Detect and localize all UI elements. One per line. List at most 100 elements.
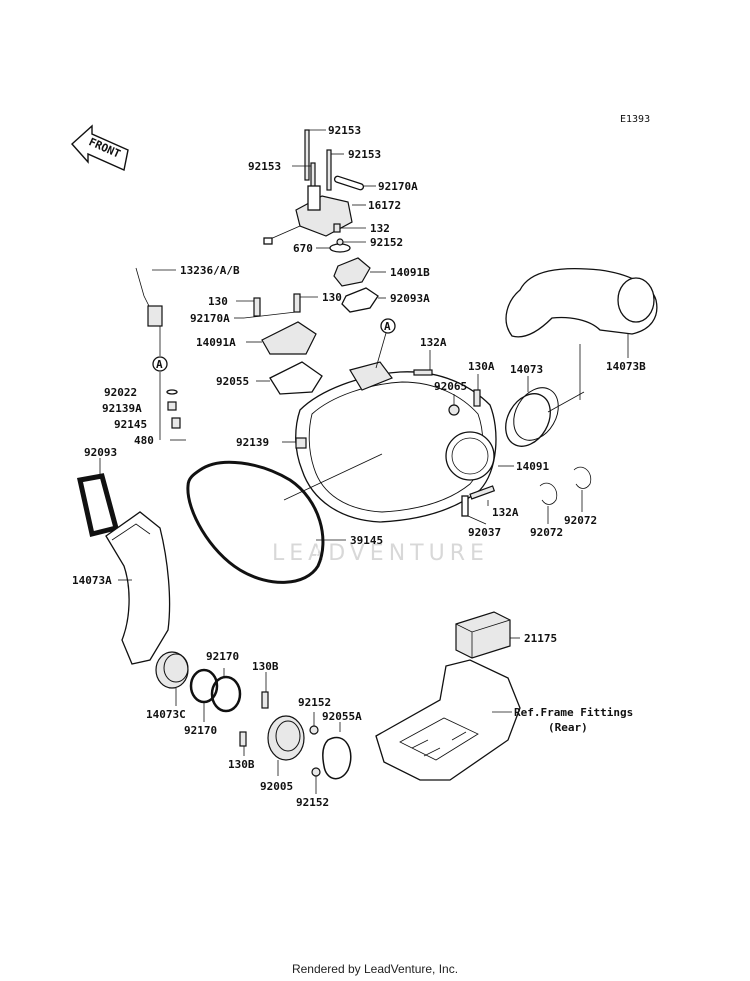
callout-a-right: A — [375, 318, 396, 369]
clip-92072-right — [573, 466, 592, 512]
duct-ring-14073 — [505, 376, 559, 447]
bolt-132A-bottom — [469, 485, 496, 506]
label-92055A: 92055A — [322, 710, 362, 723]
label-92093: 92093 — [84, 446, 117, 459]
label-14091A: 14091A — [196, 336, 236, 349]
label-92170A-top: 92170A — [378, 180, 418, 193]
coupler-14073C — [155, 651, 189, 706]
label-16172: 16172 — [368, 199, 401, 212]
label-132: 132 — [370, 222, 390, 235]
label-130B-top: 130B — [252, 660, 279, 673]
bolt-130B-bottom — [239, 731, 247, 756]
label-92065: 92065 — [434, 380, 467, 393]
label-21175: 21175 — [524, 632, 557, 645]
label-92139: 92139 — [236, 436, 269, 449]
seal-92170A-left — [234, 311, 297, 319]
label-670: 670 — [293, 242, 313, 255]
label-92139A: 92139A — [102, 402, 142, 415]
svg-text:A: A — [384, 320, 391, 333]
label-130A: 130A — [468, 360, 495, 373]
gasket-92055A — [322, 722, 352, 780]
label-92152-bottom: 92152 — [296, 796, 329, 809]
label-92005: 92005 — [260, 780, 293, 793]
hose-clamp-92170-left — [189, 668, 219, 722]
bolt-132A-top — [413, 350, 433, 376]
label-14073: 14073 — [510, 363, 543, 376]
label-14073A: 14073A — [72, 574, 112, 587]
label-92152-top: 92152 — [370, 236, 403, 249]
footer-credit: Rendered by LeadVenture, Inc. — [291, 962, 459, 976]
label-132A-top: 132A — [420, 336, 447, 349]
leader-line — [283, 453, 383, 501]
bolt-130-left — [236, 297, 261, 317]
diagram-code: E1393 — [620, 114, 650, 125]
label-ref-frame-line2: (Rear) — [548, 721, 588, 734]
bolt-130B-top — [261, 672, 269, 709]
label-92170-top: 92170 — [206, 650, 239, 663]
adapter-92005 — [267, 715, 305, 776]
collar-92152-mid — [309, 712, 319, 735]
gasket-92093 — [76, 458, 120, 538]
bolt-92153-right — [326, 149, 344, 191]
cover-14091A — [246, 321, 317, 355]
label-92072-left: 92072 — [530, 526, 563, 539]
seal-92037 — [461, 495, 487, 525]
frame-bracket-tray — [375, 659, 521, 781]
label-480: 480 — [134, 434, 154, 447]
label-14073C: 14073C — [146, 708, 186, 721]
air-duct-14073B — [505, 267, 658, 358]
label-92153-right: 92153 — [348, 148, 381, 161]
collar-92152-top — [336, 238, 366, 246]
label-ref-frame-line1: Ref.Frame Fittings — [514, 706, 633, 719]
leader-line — [547, 391, 585, 413]
washer-92022 — [166, 389, 178, 395]
label-92153-top: 92153 — [328, 124, 361, 137]
converter-cover-14091 — [295, 361, 514, 523]
label-92055: 92055 — [216, 375, 249, 388]
gasket-92055 — [256, 361, 323, 395]
clip-92072-left — [539, 482, 558, 524]
bolt-130A — [473, 374, 481, 407]
front-arrow-icon: FRONT — [71, 124, 129, 171]
label-14073B: 14073B — [606, 360, 646, 373]
ecu-21175 — [455, 611, 520, 659]
collar-92139A — [167, 401, 177, 411]
label-92072-right: 92072 — [564, 514, 597, 527]
label-92037: 92037 — [468, 526, 501, 539]
svg-text:A: A — [156, 358, 163, 371]
collar-92065 — [448, 394, 460, 416]
seal-39145 — [186, 460, 346, 584]
label-39145: 39145 — [350, 534, 383, 547]
bolt-130-right — [293, 293, 318, 313]
label-130B-bottom: 130B — [228, 758, 255, 771]
label-92170A-left: 92170A — [190, 312, 230, 325]
bolt-132 — [333, 223, 366, 233]
oring-670 — [316, 243, 351, 253]
collar-92139 — [282, 437, 307, 449]
label-14091: 14091 — [516, 460, 549, 473]
cable-13236 — [135, 267, 176, 327]
valve-assembly-16172 — [263, 185, 366, 245]
label-92145: 92145 — [114, 418, 147, 431]
clamp-92170A-top — [333, 175, 376, 191]
hose-clamp-92170-right — [210, 668, 242, 713]
label-130-left: 130 — [208, 295, 228, 308]
label-13236: 13236/A/B — [180, 264, 240, 277]
label-132A-bottom: 132A — [492, 506, 519, 519]
label-92170-bottom: 92170 — [184, 724, 217, 737]
cover-14091B — [333, 257, 386, 287]
label-92022: 92022 — [104, 386, 137, 399]
label-92093A: 92093A — [390, 292, 430, 305]
callout-a-left: A — [152, 356, 168, 372]
spring-92145 — [171, 417, 181, 429]
air-duct-14073A — [105, 511, 171, 665]
label-130-right: 130 — [322, 291, 342, 304]
gasket-92093A — [341, 287, 386, 313]
bolt-92153-top — [304, 129, 326, 181]
label-92153-left: 92153 — [248, 160, 281, 173]
collar-92152-bottom — [311, 767, 321, 794]
label-92152-mid: 92152 — [298, 696, 331, 709]
watermark-text: LEADVENTURE — [272, 541, 489, 566]
